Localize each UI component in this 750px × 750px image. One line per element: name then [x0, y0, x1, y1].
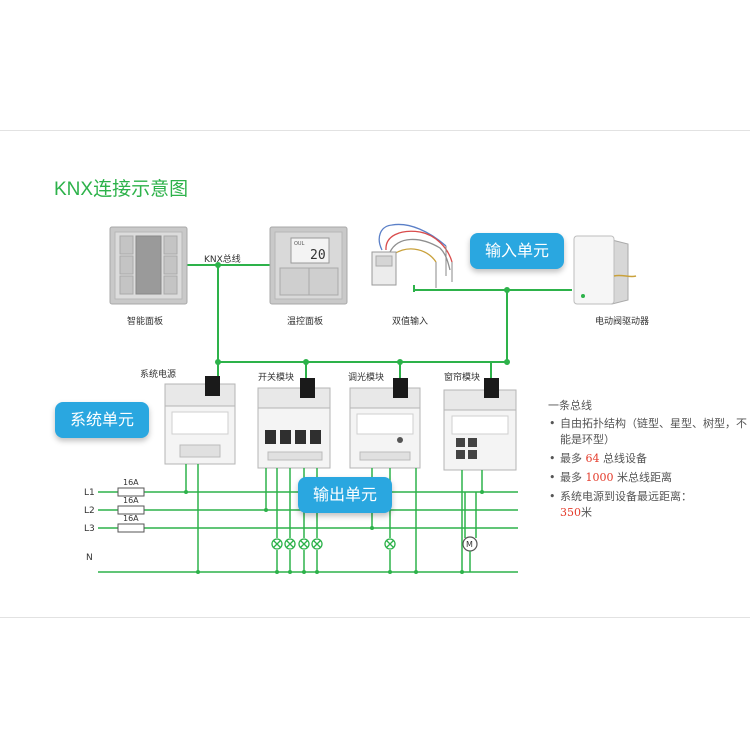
page-title: KNX连接示意图	[54, 179, 189, 200]
power-supply-device	[164, 376, 236, 465]
system-unit-callout: 系统单元	[55, 402, 149, 438]
line-label-l2: L2	[84, 506, 95, 516]
bus-label: KNX总线	[204, 255, 241, 265]
curtain-module-label: 窗帘模块	[444, 373, 481, 383]
output-unit-callout: 输出单元	[298, 477, 392, 513]
svg-text:OUL: OUL	[294, 241, 305, 247]
line-label-l3: L3	[84, 524, 95, 534]
note-bus-length: 最多 1000 米总线距离	[549, 470, 748, 486]
note-device-limit: 最多 64 总线设备	[549, 451, 748, 467]
curtain-module-device	[443, 378, 517, 471]
bottom-divider	[0, 617, 750, 618]
smart-panel-device	[109, 226, 188, 305]
power-supply-label: 系统电源	[140, 370, 177, 380]
valve-driver-label: 电动阀驱动器	[595, 317, 650, 327]
power-junctions	[184, 490, 484, 574]
notes-heading: 一条总线	[548, 399, 592, 412]
fuse-label-3: 16A	[123, 514, 139, 523]
thermostat-panel-device: OUL	[269, 226, 348, 305]
bus-notes: 一条总线 自由拓扑结构（链型、星型、树型，不能是环型） 最多 64 总线设备 最…	[548, 398, 748, 524]
line-label-n: N	[86, 553, 93, 563]
fuses	[117, 487, 145, 533]
lamp-icons	[271, 538, 396, 550]
fuse-label-2: 16A	[123, 496, 139, 505]
note-topology: 自由拓扑结构（链型、星型、树型，不能是环型）	[549, 416, 748, 448]
dimmer-module-label: 调光模块	[348, 373, 385, 383]
switch-module-label: 开关模块	[258, 373, 295, 383]
note-supply-distance: 系统电源到设备最远距离：350米	[549, 489, 748, 521]
binary-input-label: 双值输入	[392, 317, 429, 327]
line-label-l1: L1	[84, 488, 95, 498]
valve-driver-device	[573, 235, 637, 305]
motor-label: M	[466, 540, 473, 549]
top-divider	[0, 130, 750, 131]
fuse-label-1: 16A	[123, 478, 139, 487]
thermostat-reading: 20	[310, 248, 326, 263]
thermostat-panel-label: 温控面板	[287, 317, 324, 327]
switch-module-device	[257, 378, 331, 469]
bus-junctions	[215, 262, 510, 365]
smart-panel-label: 智能面板	[127, 317, 164, 327]
binary-input-device	[371, 223, 453, 288]
dimmer-module-device	[349, 378, 421, 469]
input-unit-callout: 输入单元	[470, 233, 564, 269]
